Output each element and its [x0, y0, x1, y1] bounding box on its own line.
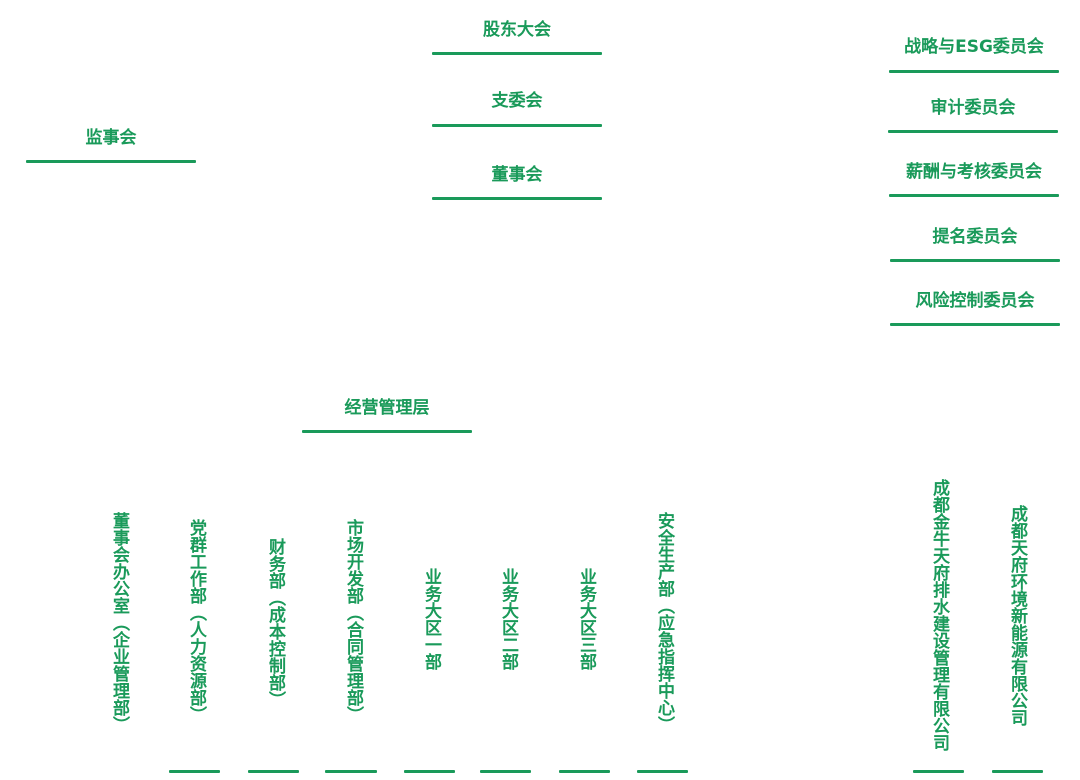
board-of-directors-node: 董事会: [432, 164, 602, 204]
department-underline: [169, 770, 220, 773]
party-committee-node: 支委会: [432, 90, 602, 130]
shareholders-meeting-underline: [432, 52, 602, 55]
committee-label: 战略与ESG委员会: [904, 37, 1044, 57]
department-label: 财务部（成本控制部）: [265, 538, 285, 708]
department-underline: [325, 770, 377, 773]
department-label: 市场开发部（合同管理部）: [343, 519, 363, 723]
department-underline: [480, 770, 531, 773]
department-label: 业务大区一部: [421, 568, 441, 670]
department-label: 业务大区三部: [576, 568, 596, 670]
committee-node: 薪酬与考核委员会: [889, 161, 1059, 201]
committee-label: 提名委员会: [932, 227, 1018, 247]
shareholders-meeting-node: 股东大会: [432, 19, 602, 59]
department-label: 业务大区二部: [498, 568, 518, 670]
department-underline: [248, 770, 299, 773]
committee-underline: [888, 130, 1058, 133]
committee-underline: [889, 70, 1059, 73]
department-underline: [559, 770, 610, 773]
subsidiary-label: 成都金牛天府排水建设管理有限公司: [929, 479, 949, 751]
party-committee-underline: [432, 124, 602, 127]
shareholders-meeting-label: 股东大会: [483, 20, 551, 40]
department-underline: [404, 770, 455, 773]
party-committee-label: 支委会: [491, 91, 543, 111]
committee-label: 薪酬与考核委员会: [906, 162, 1042, 182]
management-node: 经营管理层: [302, 397, 472, 437]
committee-node: 提名委员会: [890, 226, 1060, 266]
board-of-directors-label: 董事会: [491, 165, 543, 185]
committee-underline: [890, 259, 1060, 262]
board-of-directors-underline: [432, 197, 602, 200]
committee-underline: [890, 323, 1060, 326]
department-label: 董事会办公室（企业管理部）: [109, 512, 129, 733]
board-of-supervisors-label: 监事会: [85, 128, 137, 148]
department-label: 安全生产部（应急指挥中心）: [654, 512, 674, 733]
board-of-supervisors-underline: [26, 160, 196, 163]
committee-node: 战略与ESG委员会: [889, 36, 1059, 76]
subsidiary-label: 成都天府环境新能源有限公司: [1007, 505, 1027, 726]
subsidiary-underline: [992, 770, 1043, 773]
board-of-supervisors-node: 监事会: [26, 127, 196, 167]
committee-node: 风险控制委员会: [890, 290, 1060, 330]
management-underline: [302, 430, 472, 433]
committee-underline: [889, 194, 1059, 197]
management-label: 经营管理层: [344, 398, 430, 418]
department-label: 党群工作部（人力资源部）: [186, 519, 206, 723]
committee-label: 风险控制委员会: [915, 291, 1035, 311]
subsidiary-underline: [913, 770, 964, 773]
committee-node: 审计委员会: [888, 97, 1058, 137]
committee-label: 审计委员会: [930, 98, 1016, 118]
department-underline: [637, 770, 688, 773]
